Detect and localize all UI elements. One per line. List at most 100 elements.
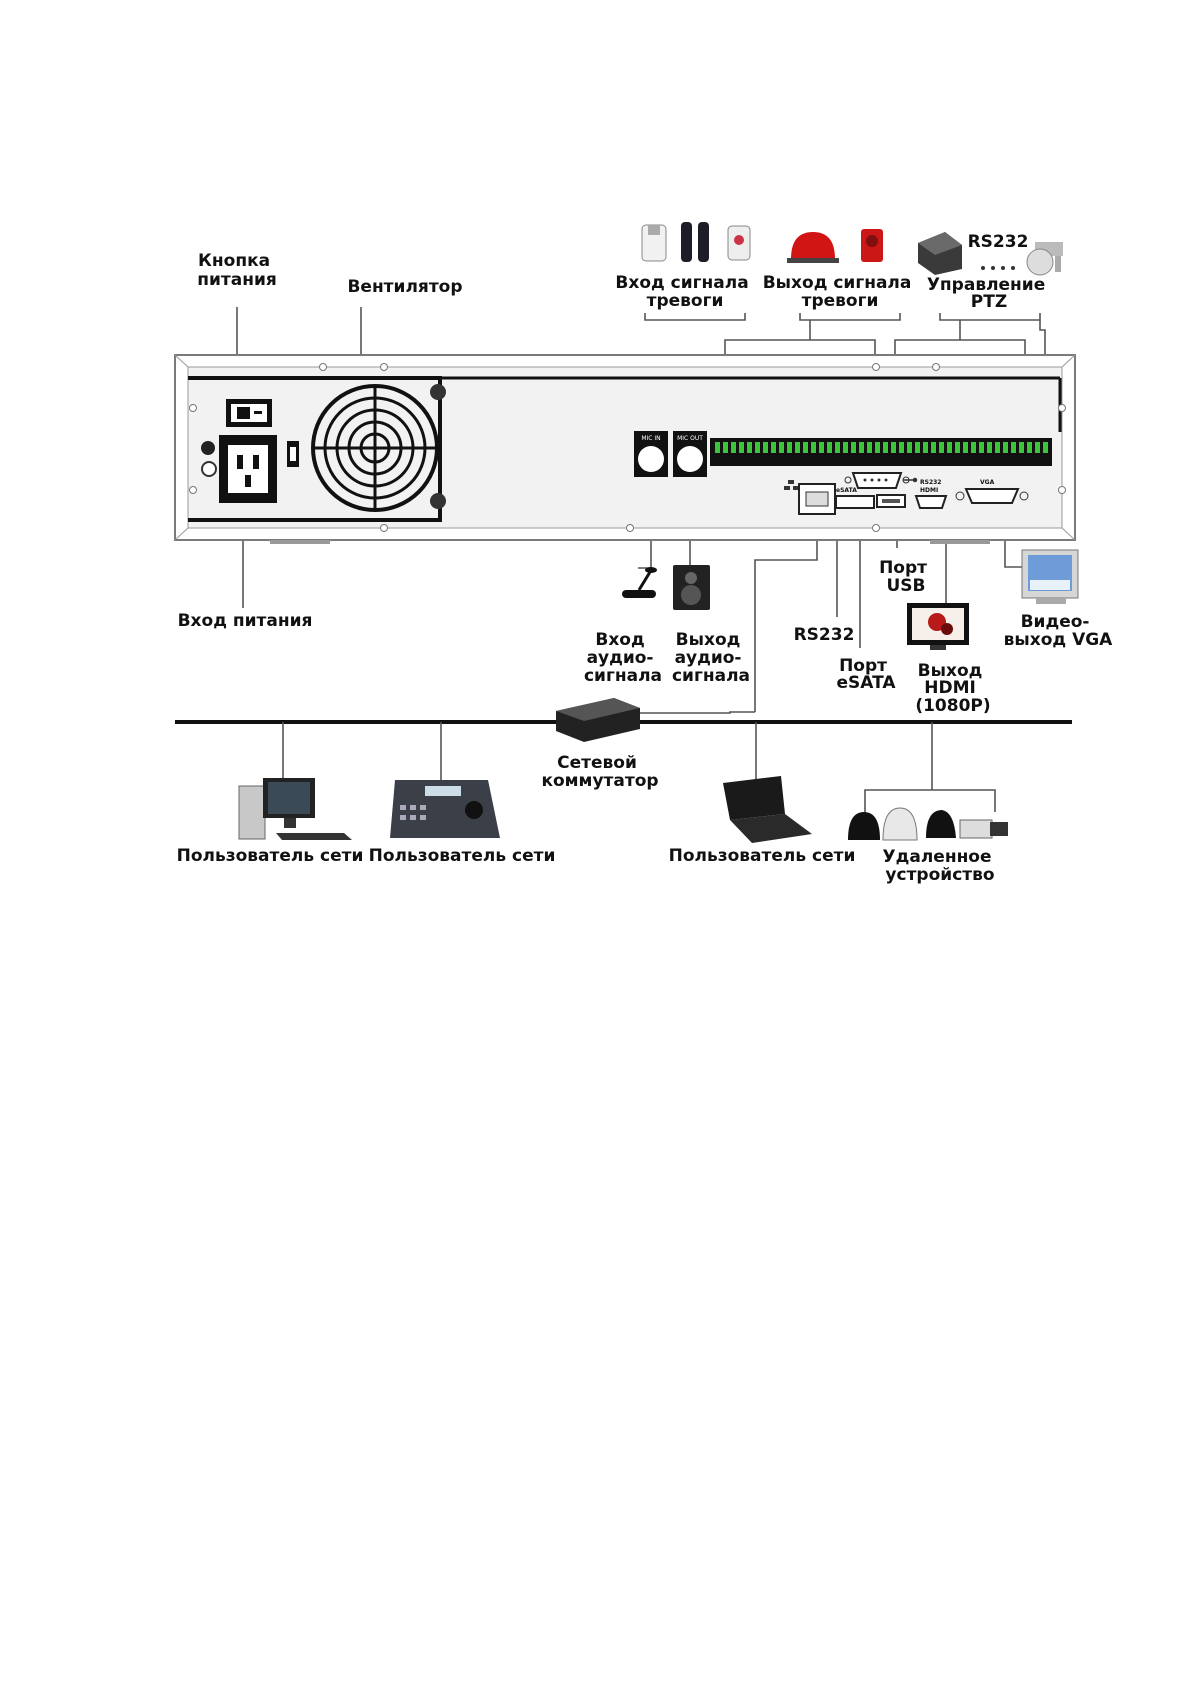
terminal-pin (931, 442, 936, 453)
siren-icon (787, 232, 839, 263)
rs232-panel-label: RS232 (920, 479, 941, 486)
alarm-bell-icon (861, 229, 883, 262)
hdmi-port (914, 495, 948, 509)
terminal-pin (747, 442, 752, 453)
terminal-pin (867, 442, 872, 453)
terminal-pin (819, 442, 824, 453)
rs232-top-label: RS232 (968, 232, 1029, 252)
network-switch-icon (556, 698, 640, 742)
terminal-pin (739, 442, 744, 453)
hdmi-label: Выход HDMI (1080P) (915, 661, 990, 716)
terminal-pin (763, 442, 768, 453)
net-user-1-label: Пользователь сети (177, 846, 364, 866)
speaker-icon (673, 565, 710, 610)
net-user-2-label: Пользователь сети (369, 846, 556, 866)
power-switch (226, 399, 272, 427)
alarm-sensor-2-icon (727, 225, 751, 261)
terminal-pin (995, 442, 1000, 453)
terminal-pin (1035, 442, 1040, 453)
rs232-db9-port (844, 472, 910, 489)
vga-panel-label: VGA (980, 479, 995, 486)
ptz-label: Управление PTZ (927, 275, 1051, 312)
terminal-pin (1011, 442, 1016, 453)
switch-label: Сетевой коммутатор (541, 753, 658, 791)
audio-in-label: Вход аудио- сигнала (584, 630, 662, 686)
alarm-out-label: Выход сигнала тревоги (763, 273, 918, 311)
remote-device-label: Удаленное устройство (883, 847, 998, 885)
terminal-pin (971, 442, 976, 453)
fan-screw-icon (430, 384, 446, 509)
alarm-terminal-block (710, 438, 1052, 466)
terminal-pin (859, 442, 864, 453)
fan-grille (311, 384, 439, 512)
vga-label: Видео- выход VGA (1004, 612, 1114, 650)
audio-out-label: Выход аудио- сигнала (672, 630, 750, 686)
terminal-pin (915, 442, 920, 453)
terminal-pin (955, 442, 960, 453)
ptz-controller-icon (918, 232, 962, 275)
network-icon (784, 480, 799, 490)
terminal-pin (891, 442, 896, 453)
terminal-pin (979, 442, 984, 453)
terminal-pin (947, 442, 952, 453)
terminal-pin (771, 442, 776, 453)
esata-panel-label: eSATA (836, 487, 857, 494)
terminal-pin (803, 442, 808, 453)
fuse-icon (287, 441, 299, 467)
laptop-icon (723, 776, 812, 843)
terminal-pin (835, 442, 840, 453)
hdmi-panel-label: HDMI (920, 487, 938, 494)
terminal-pin (723, 442, 728, 453)
usb-icon (903, 477, 918, 483)
terminal-pin (875, 442, 880, 453)
vga-monitor-icon (1021, 549, 1079, 604)
hdmi-tv-icon (907, 603, 969, 650)
ptz-dome-camera-icon (1026, 242, 1063, 276)
terminal-pin (715, 442, 720, 453)
esata-label: Порт eSATA (836, 656, 896, 693)
terminal-pin (827, 442, 832, 453)
power-inlet (219, 435, 277, 503)
terminal-pin (1019, 442, 1024, 453)
power-button-label: Кнопка питания (197, 251, 277, 290)
rj45-port (798, 483, 836, 515)
microphone-icon (622, 567, 657, 598)
terminal-pin (755, 442, 760, 453)
terminal-pin (1003, 442, 1008, 453)
mic-in-jack: MIC IN (634, 431, 668, 477)
terminal-pin (851, 442, 856, 453)
alarm-sensor-beam-icon (681, 222, 709, 262)
terminal-pin (899, 442, 904, 453)
terminal-pin (923, 442, 928, 453)
alarm-in-label: Вход сигнала тревоги (615, 273, 754, 311)
mic-out-label: MIC OUT (677, 435, 703, 442)
usb-port (876, 494, 906, 508)
terminal-pin (939, 442, 944, 453)
ground-screw-icon (201, 441, 217, 477)
alarm-sensor-1-icon (641, 224, 667, 262)
rs232-bottom-label: RS232 (794, 625, 855, 645)
fan-label: Вентилятор (347, 277, 462, 297)
dots-icon (981, 266, 1015, 270)
terminal-pin (1027, 442, 1032, 453)
terminal-pin (883, 442, 888, 453)
terminal-pin (907, 442, 912, 453)
terminal-pin (795, 442, 800, 453)
mic-out-jack: MIC OUT (673, 431, 707, 477)
net-user-3-label: Пользователь сети (669, 846, 856, 866)
terminal-pin (731, 442, 736, 453)
terminal-pin (779, 442, 784, 453)
mic-in-label: MIC IN (641, 435, 660, 442)
terminal-pin (963, 442, 968, 453)
esata-port (835, 495, 875, 509)
terminal-pin (1043, 442, 1048, 453)
terminal-pin (843, 442, 848, 453)
power-input-label: Вход питания (178, 611, 313, 631)
terminal-pin (987, 442, 992, 453)
ptz-keyboard-icon (390, 780, 500, 838)
desktop-pc-icon (238, 778, 352, 840)
vga-port (955, 488, 1029, 504)
terminal-pin (811, 442, 816, 453)
usb-label: Порт USB (879, 558, 933, 596)
